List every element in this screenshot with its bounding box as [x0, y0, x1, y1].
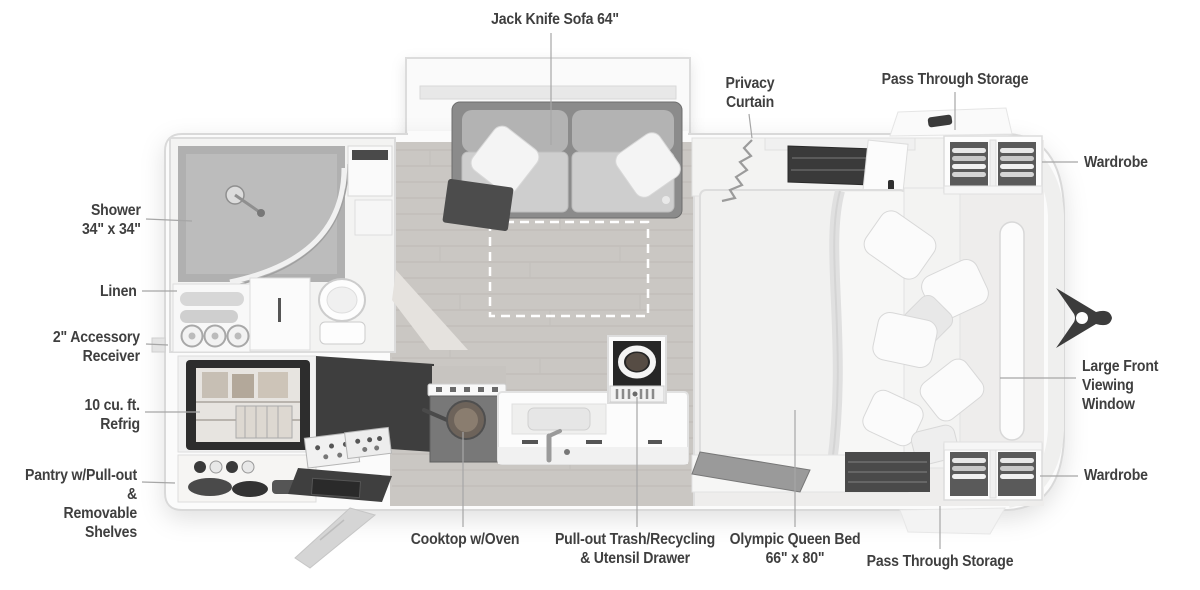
- label-cooktop: Cooktop w/Oven: [410, 531, 520, 548]
- front-viewing-window: [999, 221, 1025, 441]
- pantry: [177, 454, 317, 503]
- faucet-icon: [546, 429, 570, 463]
- showerhead-icon: [225, 185, 265, 217]
- underbed-storage: [845, 452, 930, 492]
- label-pantry: Pantry w/Pull-out & Removable Shelves: [24, 467, 138, 541]
- label-jack-knife-sofa: Jack Knife Sofa 64": [491, 11, 619, 28]
- wardrobe-top-unit: [943, 135, 1043, 195]
- label-pass-through-storage-top: Pass Through Storage: [881, 71, 1029, 88]
- sofa-table: [442, 179, 514, 231]
- label-linen: Linen: [100, 283, 137, 300]
- bedroom: [691, 137, 989, 493]
- leader-line: [145, 343, 169, 346]
- sink-island: [497, 391, 689, 465]
- bath-shelf: [354, 199, 393, 236]
- label-pass-through-storage-bottom: Pass Through Storage: [866, 553, 1014, 570]
- hitch-icon: [1056, 288, 1112, 348]
- label-trash: Pull-out Trash/Recycling & Utensil Drawe…: [554, 531, 716, 567]
- cupholder: [662, 196, 670, 204]
- wardrobe-bottom-unit: [943, 441, 1043, 501]
- label-shower: Shower 34" x 34": [82, 202, 141, 238]
- pillow: [615, 132, 681, 198]
- angled-wall: [392, 270, 468, 350]
- toilet: [318, 278, 366, 345]
- pan-icon: [422, 400, 486, 440]
- entry-step: [294, 507, 377, 569]
- privacy-curtain: [721, 139, 753, 203]
- label-wardrobe-top: Wardrobe: [1084, 154, 1148, 171]
- label-queen-bed: Olympic Queen Bed 66" x 80": [729, 531, 861, 567]
- leader-line: [141, 481, 176, 484]
- leader-line: [748, 113, 753, 139]
- trash-can-icon: [618, 345, 656, 379]
- leader-line: [145, 218, 193, 222]
- label-refrigerator: 10 cu. ft. Refrig: [84, 397, 141, 433]
- pillow: [470, 125, 540, 195]
- bed-lift-panel: [691, 451, 811, 493]
- pass-through-top-hatch: [889, 107, 1013, 137]
- jack-knife-sofa: [419, 85, 683, 231]
- pass-through-bottom-hatch: [899, 507, 1006, 535]
- kitchen-counter: [288, 356, 434, 502]
- cooktop-oven: [422, 366, 507, 463]
- leader-lines: [141, 33, 1078, 549]
- toilet-paper-rolls: [180, 324, 250, 348]
- bed-pillows: [862, 210, 989, 466]
- linen-closet: [172, 283, 251, 353]
- refrigerator: [177, 355, 317, 453]
- label-front-window: Large Front Viewing Window: [1082, 358, 1159, 413]
- label-privacy-curtain: Privacy Curtain: [725, 75, 775, 111]
- label-wardrobe-bottom: Wardrobe: [1084, 467, 1148, 484]
- trash-pullout: [607, 335, 667, 404]
- pullout-basket: [344, 426, 392, 460]
- slide-travel-outline: [488, 220, 650, 318]
- label-accessory-receiver: 2" Accessory Receiver: [52, 329, 140, 365]
